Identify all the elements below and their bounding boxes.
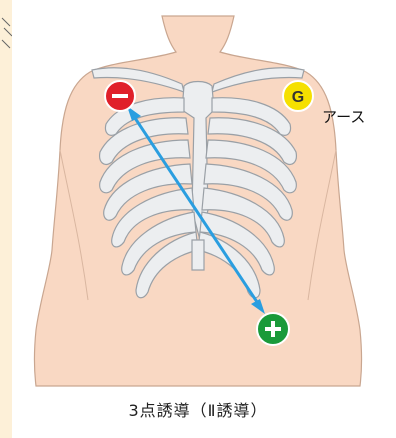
electrode-positive	[257, 313, 289, 345]
electrode-negative	[105, 81, 135, 111]
diagram-caption: 3点誘導（Ⅱ誘導）	[0, 397, 396, 421]
ground-symbol: G	[292, 89, 304, 106]
ground-label: アース	[322, 106, 365, 127]
electrode-ground: G	[283, 81, 313, 111]
